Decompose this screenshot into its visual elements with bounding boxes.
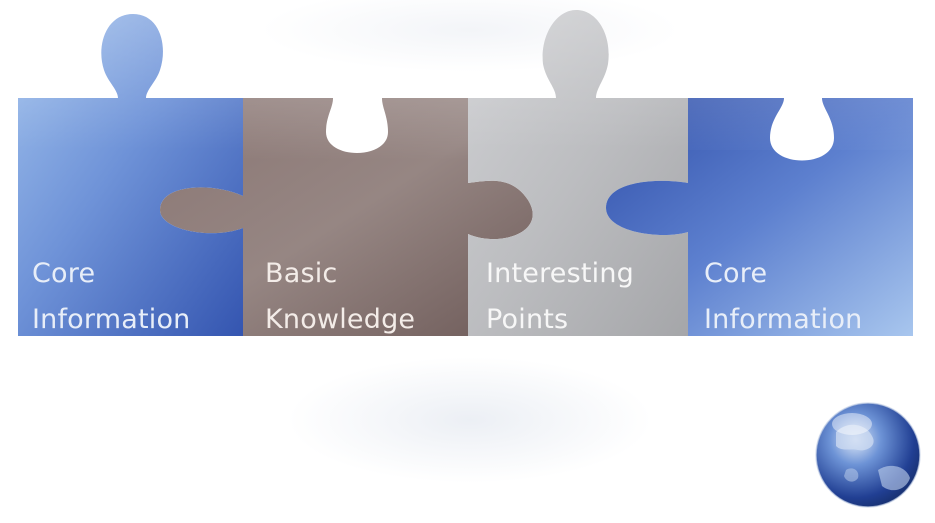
puzzle-piece-3-shape	[468, 10, 688, 336]
puzzle-piece-4-shape	[606, 98, 913, 336]
puzzle-piece-2	[160, 98, 533, 336]
piece-3-line-1: Interesting	[486, 258, 634, 289]
piece-1-line-2: Information	[32, 304, 191, 335]
piece-3-line-2: Points	[486, 304, 568, 335]
piece-1-line-1: Core	[32, 258, 95, 289]
puzzle-piece-4-label: Core Information	[704, 258, 863, 335]
puzzle-piece-1-label: Core Information	[32, 258, 191, 335]
puzzle-piece-3-label: Interesting Points	[486, 258, 634, 335]
piece-4-line-1: Core	[704, 258, 767, 289]
puzzle-piece-1	[18, 14, 243, 336]
piece-2-line-1: Basic	[265, 258, 337, 289]
puzzle-piece-3	[468, 10, 688, 336]
globe-icon	[815, 402, 921, 508]
puzzle-piece-4	[606, 98, 913, 336]
piece-2-line-2: Knowledge	[265, 304, 415, 335]
puzzle-piece-2-label: Basic Knowledge	[265, 258, 415, 335]
piece-4-line-2: Information	[704, 304, 863, 335]
puzzle-piece-1-shape	[18, 14, 243, 336]
